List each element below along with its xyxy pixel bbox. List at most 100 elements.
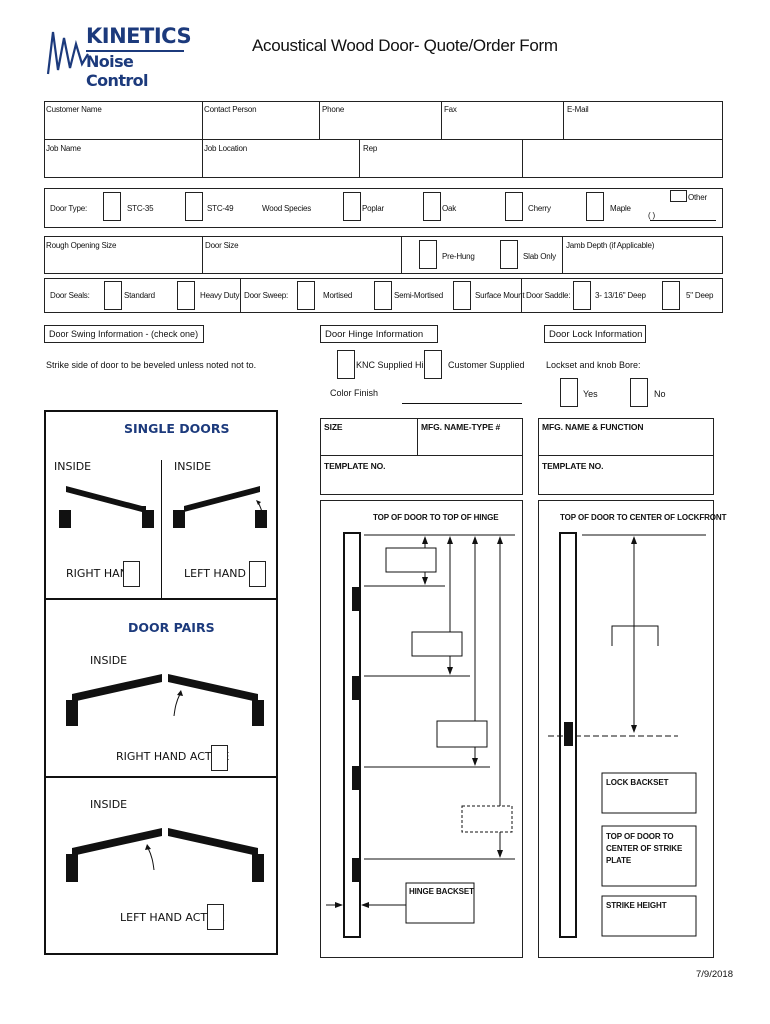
pre-hung-label: Pre-Hung bbox=[442, 252, 475, 261]
other-checkbox[interactable] bbox=[670, 190, 687, 202]
hinge-backset-label: HINGE BACKSET bbox=[409, 887, 474, 896]
form-date: 7/9/2018 bbox=[696, 969, 733, 980]
single-vertical-divider bbox=[161, 460, 162, 598]
rough-opening-field[interactable]: Rough Opening Size bbox=[44, 236, 203, 274]
pre-hung-checkbox[interactable] bbox=[419, 240, 437, 269]
hinge-header: Door Hinge Information bbox=[320, 325, 438, 343]
rh-active-checkbox[interactable] bbox=[211, 745, 228, 771]
hinge-size-label: SIZE bbox=[324, 422, 343, 432]
contact-person-label: Contact Person bbox=[204, 105, 257, 114]
lock-header: Door Lock Information bbox=[544, 325, 646, 343]
lh-active-checkbox[interactable] bbox=[207, 904, 224, 930]
door-seals-label: Door Seals: bbox=[50, 291, 90, 300]
swing-panel bbox=[44, 410, 278, 955]
bore-yes-label: Yes bbox=[583, 389, 598, 399]
contact-person-field[interactable]: Contact Person bbox=[202, 101, 320, 140]
stc49-checkbox[interactable] bbox=[185, 192, 203, 221]
saddle-d2-label: 5" Deep bbox=[686, 291, 714, 300]
pairs-divider bbox=[45, 776, 277, 778]
jamb-depth-label: Jamb Depth (if Applicable) bbox=[566, 241, 655, 250]
other-underline bbox=[650, 220, 716, 221]
left-hand-checkbox[interactable] bbox=[249, 561, 266, 587]
oak-label: Oak bbox=[442, 204, 457, 213]
surface-mount-checkbox[interactable] bbox=[453, 281, 471, 310]
standard-label: Standard bbox=[124, 291, 155, 300]
slab-only-label: Slab Only bbox=[523, 252, 556, 261]
customer-hinge-label: Customer Supplied bbox=[448, 360, 525, 370]
customer-name-field[interactable]: Customer Name bbox=[44, 101, 203, 140]
lock-mfg-field[interactable]: MFG. NAME & FUNCTION bbox=[538, 418, 714, 456]
kinetics-logo: KINETICS Noise Control bbox=[44, 24, 194, 90]
slab-only-checkbox[interactable] bbox=[500, 240, 518, 269]
page-title: Acoustical Wood Door- Quote/Order Form bbox=[252, 36, 558, 55]
phone-label: Phone bbox=[322, 105, 345, 114]
standard-checkbox[interactable] bbox=[104, 281, 122, 310]
hinge-template-label: TEMPLATE NO. bbox=[324, 461, 386, 471]
bore-no-checkbox[interactable] bbox=[630, 378, 648, 407]
heavy-duty-label: Heavy Duty bbox=[200, 291, 240, 300]
lock-backset-label: LOCK BACKSET bbox=[606, 778, 669, 787]
other-label: Other bbox=[688, 193, 708, 202]
color-finish-label: Color Finish bbox=[330, 388, 379, 398]
hinge-mfg-field[interactable]: MFG. NAME-TYPE # bbox=[417, 418, 523, 456]
jamb-depth-field[interactable]: Jamb Depth (if Applicable) bbox=[562, 236, 723, 274]
bore-yes-checkbox[interactable] bbox=[560, 378, 578, 407]
row2-extra-field[interactable] bbox=[522, 139, 723, 178]
door-sweep-label: Door Sweep: bbox=[244, 291, 289, 300]
lh-active-label: LEFT HAND ACTIVE bbox=[120, 911, 225, 924]
job-location-field[interactable]: Job Location bbox=[202, 139, 360, 178]
hinge-diagram bbox=[326, 532, 515, 938]
other-paren: ( ) bbox=[648, 211, 655, 220]
maple-label: Maple bbox=[610, 204, 631, 213]
job-name-field[interactable]: Job Name bbox=[44, 139, 203, 178]
lock-diagram-box bbox=[538, 500, 714, 958]
knc-hinge-checkbox[interactable] bbox=[337, 350, 355, 379]
lock-template-label: TEMPLATE NO. bbox=[542, 461, 604, 471]
right-hand-door-icon bbox=[59, 486, 154, 528]
swing-note: Strike side of door to be beveled unless… bbox=[46, 360, 257, 370]
heavy-duty-checkbox[interactable] bbox=[177, 281, 195, 310]
saddle-d2-checkbox[interactable] bbox=[662, 281, 680, 310]
hinge-size-field[interactable]: SIZE bbox=[320, 418, 418, 456]
logo-line1: KINETICS bbox=[86, 24, 192, 48]
hinge-top-label: TOP OF DOOR TO TOP OF HINGE bbox=[373, 513, 499, 522]
rep-field[interactable]: Rep bbox=[359, 139, 523, 178]
lock-template-field[interactable]: TEMPLATE NO. bbox=[538, 455, 714, 495]
phone-field[interactable]: Phone bbox=[319, 101, 442, 140]
stc35-checkbox[interactable] bbox=[103, 192, 121, 221]
customer-name-label: Customer Name bbox=[46, 105, 102, 114]
color-finish-input[interactable] bbox=[402, 403, 522, 404]
right-hand-label: RIGHT HAND bbox=[66, 567, 137, 580]
hinge-template-field[interactable]: TEMPLATE NO. bbox=[320, 455, 523, 495]
lock-top-label: TOP OF DOOR TO CENTER OF LOCKFRONT bbox=[560, 513, 727, 522]
fax-field[interactable]: Fax bbox=[441, 101, 564, 140]
poplar-checkbox[interactable] bbox=[343, 192, 361, 221]
bore-label: Lockset and knob Bore: bbox=[546, 360, 641, 370]
semi-mortised-label: Semi-Mortised bbox=[394, 291, 443, 300]
single-inside-left: INSIDE bbox=[54, 460, 92, 473]
door-pairs-heading: DOOR PAIRS bbox=[128, 620, 215, 635]
right-hand-checkbox[interactable] bbox=[123, 561, 140, 587]
pairs-inside-1: INSIDE bbox=[90, 654, 128, 667]
door-type-label: Door Type: bbox=[50, 204, 87, 213]
oak-checkbox[interactable] bbox=[423, 192, 441, 221]
pairs-inside-2: INSIDE bbox=[90, 798, 128, 811]
maple-checkbox[interactable] bbox=[586, 192, 604, 221]
single-doors-heading: SINGLE DOORS bbox=[124, 421, 230, 436]
lock-mfg-label: MFG. NAME & FUNCTION bbox=[542, 422, 644, 432]
saddle-group bbox=[521, 278, 723, 313]
logo-wave-icon bbox=[46, 31, 89, 75]
cherry-checkbox[interactable] bbox=[505, 192, 523, 221]
saddle-d1-checkbox[interactable] bbox=[573, 281, 591, 310]
fax-label: Fax bbox=[444, 105, 457, 114]
customer-hinge-checkbox[interactable] bbox=[424, 350, 442, 379]
rh-active-pair-icon bbox=[66, 674, 264, 726]
surface-mount-label: Surface Mount bbox=[475, 291, 525, 300]
door-size-field[interactable]: Door Size bbox=[202, 236, 402, 274]
wood-species-label: Wood Species bbox=[262, 204, 312, 213]
semi-mortised-checkbox[interactable] bbox=[374, 281, 392, 310]
rough-opening-label: Rough Opening Size bbox=[46, 241, 117, 250]
job-name-label: Job Name bbox=[46, 144, 81, 153]
mortised-checkbox[interactable] bbox=[297, 281, 315, 310]
email-field[interactable]: E-Mail bbox=[563, 101, 723, 140]
